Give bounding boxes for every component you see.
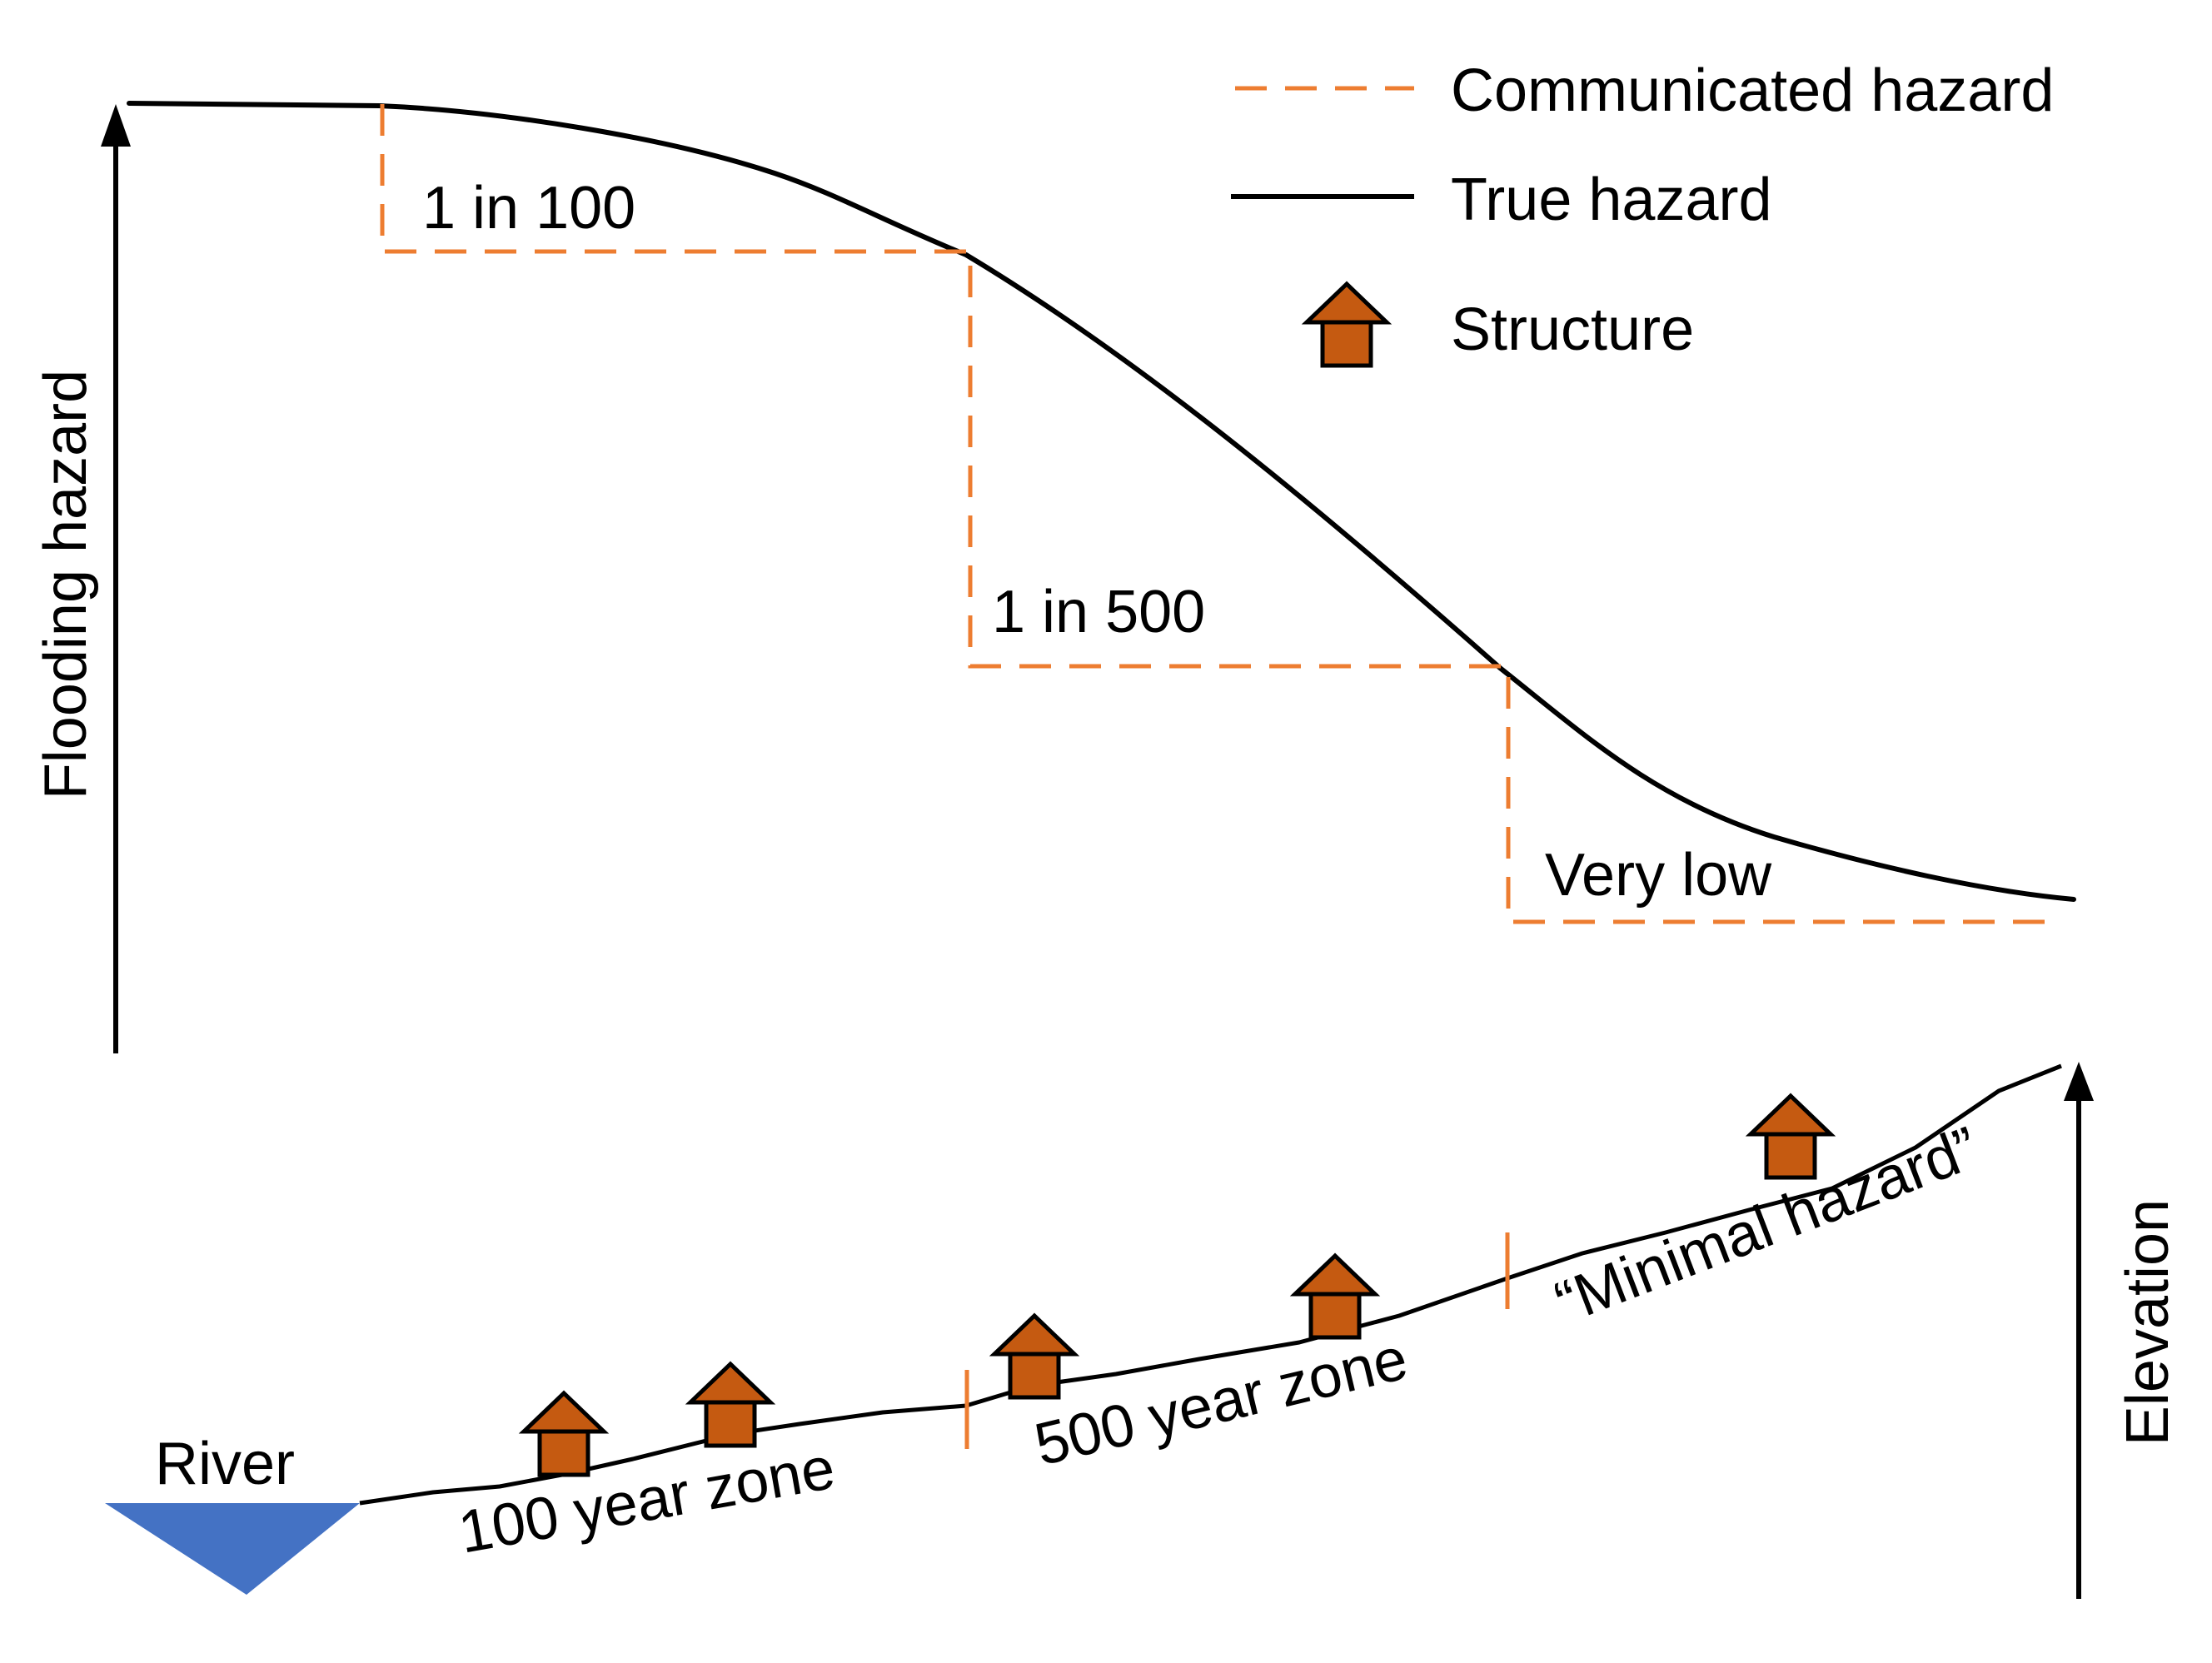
y-axis-label: Flooding hazard [32,370,99,799]
legend-communicated-label: Communicated hazard [1451,57,2054,124]
flooding-hazard-axis-arrow-icon [101,104,131,147]
river-triangle-icon [105,1503,360,1595]
true-hazard-curve [127,101,2076,902]
level-label-1-in-500: 1 in 500 [992,579,1205,645]
structure-house-icon [524,1393,604,1475]
structure-house-icon [994,1316,1074,1397]
structure-house-icon [690,1364,770,1446]
river-label: River [155,1431,295,1497]
structure-house-icon [1751,1096,1831,1178]
zone-label-500-year: 500 year zone [1029,1325,1413,1478]
communicated-hazard-line [380,104,2061,924]
level-label-1-in-100: 1 in 100 [422,175,635,241]
elevation-label: Elevation [2115,1199,2181,1446]
legend-structure-label: Structure [1451,296,1694,363]
level-label-very-low: Very low [1545,842,1772,909]
ground-profile [359,1063,2062,1506]
elevation-axis-arrow-icon [2064,1062,2094,1101]
legend: Communicated hazard True hazard Structur… [1231,57,2054,366]
legend-true-label: True hazard [1451,167,1772,233]
legend-house-icon [1307,284,1387,366]
